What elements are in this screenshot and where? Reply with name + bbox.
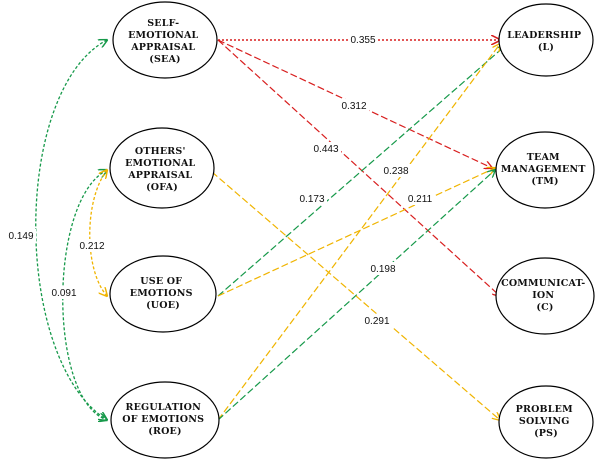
node-problem-solving: PROBLEM SOLVING (PS) xyxy=(498,385,594,459)
coef-value: 0.355 xyxy=(350,35,375,46)
node-label: TEAM MANAGEMENT (TM) xyxy=(501,152,589,187)
node-shape xyxy=(495,257,595,335)
path-roe-to-leadership xyxy=(217,44,500,421)
node-shape xyxy=(112,1,218,79)
coef-ofa-to-problem: 0.291 xyxy=(362,314,392,327)
node-shape xyxy=(110,381,220,459)
node-uoe: USE OF EMOTIONS (UOE) xyxy=(109,255,217,333)
corr-value: 0.149 xyxy=(8,231,33,242)
corr-value: 0.212 xyxy=(79,241,104,252)
coef-value: 0.238 xyxy=(383,166,408,177)
node-shape xyxy=(109,127,215,209)
node-shape xyxy=(498,385,594,459)
coef-roe-to-leadership: 0.238 xyxy=(381,164,411,177)
node-label: COMMUNICAT- ION (C) xyxy=(501,278,589,313)
path-uoe-to-leadership xyxy=(217,46,505,297)
coef-value: 0.211 xyxy=(408,194,433,205)
coef-value: 0.291 xyxy=(364,316,389,327)
node-label: USE OF EMOTIONS (UOE) xyxy=(130,276,196,311)
path-sea-to-communication xyxy=(217,39,500,296)
correlation-arc-sea-roe xyxy=(35,40,107,420)
node-label: PROBLEM SOLVING (PS) xyxy=(516,404,577,439)
corr-sea-roe: 0.149 xyxy=(6,229,36,242)
node-shape xyxy=(495,131,595,209)
path-uoe-to-team xyxy=(217,168,495,297)
coef-roe-to-team: 0.198 xyxy=(368,262,398,275)
node-communication: COMMUNICAT- ION (C) xyxy=(495,257,595,335)
coef-sea-to-team: 0.312 xyxy=(339,99,369,112)
node-ofa: OTHERS' EMOTIONAL APPRAISAL (OFA) xyxy=(109,127,215,209)
corr-ofa-uoe: 0.212 xyxy=(77,239,107,252)
node-sea: SELF- EMOTIONAL APPRAISAL (SEA) xyxy=(112,1,218,79)
node-leadership: LEADERSHIP (L) xyxy=(498,3,594,77)
node-label: LEADERSHIP (L) xyxy=(507,30,585,53)
coef-value: 0.173 xyxy=(299,194,324,205)
corr-value: 0.091 xyxy=(51,288,76,299)
correlation-arc-ofa-uoe xyxy=(89,170,107,296)
coef-sea-to-communication: 0.443 xyxy=(311,142,341,155)
node-label: OTHERS' EMOTIONAL APPRAISAL (OFA) xyxy=(125,146,199,193)
node-shape xyxy=(109,255,217,333)
node-shape xyxy=(498,3,594,77)
node-label: SELF- EMOTIONAL APPRAISAL (SEA) xyxy=(128,18,202,65)
coef-value: 0.198 xyxy=(370,264,395,275)
path-ofa-to-problem xyxy=(211,171,500,420)
corr-ofa-roe: 0.091 xyxy=(49,286,79,299)
node-roe: REGULATION OF EMOTIONS (ROE) xyxy=(110,381,220,459)
coef-uoe-to-team: 0.211 xyxy=(405,192,435,205)
node-team-management: TEAM MANAGEMENT (TM) xyxy=(495,131,595,209)
coef-sea-to-leadership: 0.355 xyxy=(348,33,378,46)
path-roe-to-team xyxy=(217,170,495,421)
coef-value: 0.312 xyxy=(341,101,366,112)
node-label: REGULATION OF EMOTIONS (ROE) xyxy=(122,402,207,437)
coef-value: 0.443 xyxy=(313,144,338,155)
coef-uoe-to-leadership: 0.173 xyxy=(297,192,327,205)
